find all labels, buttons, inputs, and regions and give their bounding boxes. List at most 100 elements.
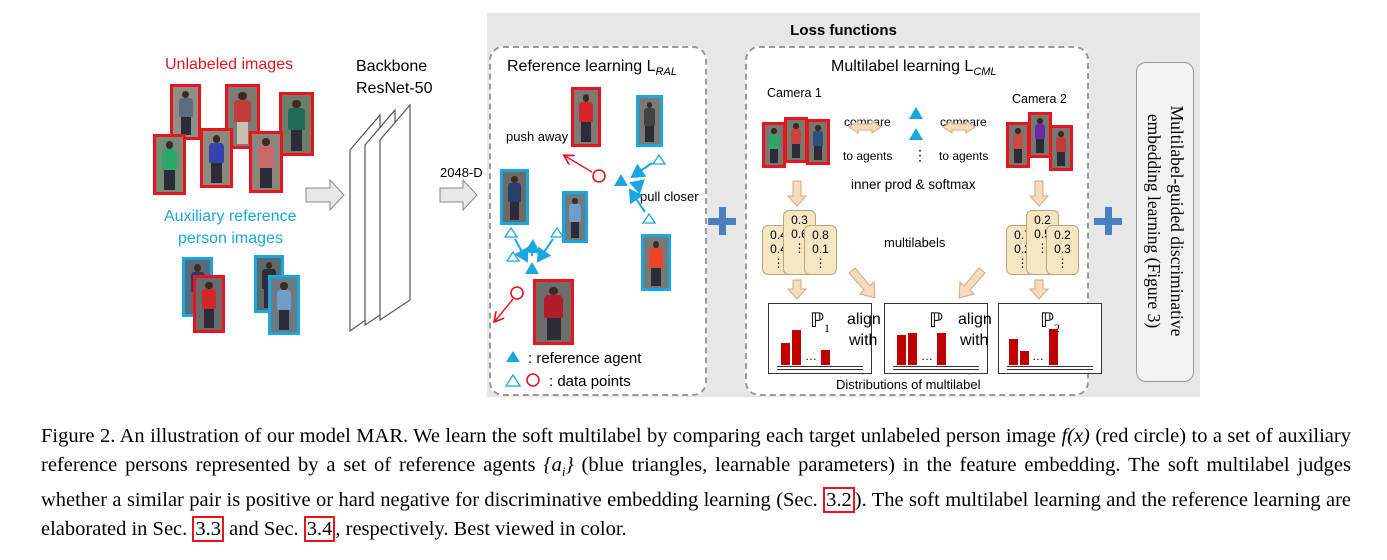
p-symbol: ℙ [809, 310, 825, 332]
label-value: 0.8 [812, 228, 829, 242]
down-arrow [786, 279, 808, 300]
diag-arrow [958, 267, 986, 299]
reference-unlabeled-image [533, 279, 574, 345]
distribution-p1-title: ℙ1 [769, 308, 871, 336]
agent-triangle [909, 128, 923, 140]
axis-line [893, 366, 979, 367]
multilabel-learning-title-text: Multilabel learning L [831, 58, 974, 75]
embedding-learning-label: Multilabel-guided discriminative embeddi… [1140, 66, 1188, 376]
compare-arrow [848, 120, 882, 134]
multilabel-learning-subscript: CML [973, 66, 997, 79]
label-value: 0.4 [770, 242, 787, 256]
down-arrow [786, 180, 808, 207]
backbone-label: Backbone [356, 58, 428, 75]
distributions-label: Distributions of multilabel [836, 377, 981, 392]
pull-arrow [628, 188, 646, 213]
camera2-image [1006, 122, 1030, 168]
math-agents-open: {a [543, 454, 562, 476]
push-away-label: push away [506, 129, 569, 144]
feature-arrow [439, 178, 478, 212]
auxiliary-data-point [651, 153, 667, 165]
bars-ellipsis: … [921, 349, 933, 363]
math-fx: f(x) [1061, 425, 1090, 447]
label-value: ⋮ [1056, 256, 1069, 270]
multilabel-learning-title: Multilabel learning LCML [831, 58, 997, 78]
histogram-bar [937, 333, 946, 365]
section-link[interactable]: 3.2 [823, 487, 855, 514]
histogram-bar [1009, 339, 1018, 365]
histogram-bar [1049, 329, 1058, 365]
camera1-image [806, 119, 830, 165]
input-arrow [305, 178, 345, 212]
legend-agent-label: : reference agent [528, 350, 642, 367]
p-symbol: ℙ [1039, 310, 1055, 332]
auxiliary-title-line1: Auxiliary reference [164, 208, 297, 225]
multilabels-label: multilabels [884, 235, 946, 250]
auxiliary-data-point [505, 250, 521, 262]
legend-aux-point-icon [504, 373, 522, 387]
caption-text: Figure 2. An illustration of our model M… [41, 425, 1062, 447]
unlabeled-person-image [200, 128, 233, 188]
pull-arrow [630, 162, 653, 179]
figure-caption: Figure 2. An illustration of our model M… [41, 422, 1351, 544]
camera2-label: Camera 2 [1012, 92, 1067, 106]
reference-auxiliary-image [562, 191, 588, 243]
align-label-right-2: with [960, 332, 989, 349]
legend-agent-icon [506, 351, 520, 362]
label-value: 0.2 [1034, 213, 1051, 227]
unlabeled-images-title: Unlabeled images [165, 56, 294, 73]
compare-arrow [942, 120, 976, 134]
legend-points-label: : data points [549, 373, 631, 390]
histogram-bar [792, 330, 801, 365]
legend-unlabeled-point-icon [526, 373, 540, 387]
reference-agent-triangle [525, 262, 539, 274]
section-link[interactable]: 3.4 [303, 516, 336, 543]
align-label-left-2: with [849, 332, 878, 349]
histogram-bar [908, 333, 917, 365]
auxiliary-data-point [503, 226, 519, 238]
pull-arrow [514, 238, 529, 263]
label-value: ⋮ [793, 241, 806, 255]
feature-dimension-label: 2048-D [440, 165, 483, 180]
diag-arrow [848, 267, 876, 299]
embedding-learning-line2: embedding learning (Figure 3) [1144, 113, 1164, 329]
caption-text: ). The soft multilabel learning and the … [41, 489, 1351, 541]
reference-learning-subscript: RAL [655, 66, 677, 79]
label-value: ⋮ [772, 256, 785, 270]
axis-line [777, 366, 863, 367]
reference-learning-graph [489, 153, 667, 387]
auxiliary-data-point [549, 226, 565, 238]
reference-agent-triangle [614, 174, 628, 186]
axis-line [893, 369, 979, 370]
push-away-arrow [495, 298, 514, 321]
down-arrow [1028, 180, 1050, 207]
loss-functions-title: Loss functions [790, 22, 897, 39]
label-value: ⋮ [1036, 241, 1049, 255]
push-away-arrow [565, 156, 593, 173]
embedding-learning-line1: Multilabel-guided discriminative [1167, 105, 1187, 337]
pull-arrow [536, 238, 554, 263]
histogram-bar [1020, 351, 1029, 365]
axis-line [1007, 366, 1093, 367]
backbone-layers [349, 103, 411, 333]
math-agents-close: } [565, 454, 574, 476]
camera1-label: Camera 1 [767, 86, 822, 100]
reference-learning-title: Reference learning LRAL [507, 58, 677, 78]
reference-auxiliary-image [636, 95, 663, 147]
align-label-left-1: align [847, 311, 881, 328]
caption-text: and Sec. [224, 518, 304, 541]
distribution-p1: ℙ1 … [768, 303, 872, 374]
to-agents-label-left: to agents [843, 149, 893, 163]
axis-line [777, 369, 863, 370]
auxiliary-person-image [193, 275, 225, 333]
label-value: 0.3 [791, 213, 808, 227]
auxiliary-data-point [641, 212, 657, 224]
backbone-diagram [305, 103, 478, 333]
label-value: 0.2 [1054, 228, 1071, 242]
section-link[interactable]: 3.3 [192, 516, 225, 543]
bars-ellipsis: … [805, 349, 817, 363]
caption-text: , respectively. Best viewed in color. [335, 518, 627, 541]
p-subscript: 1 [824, 321, 831, 335]
